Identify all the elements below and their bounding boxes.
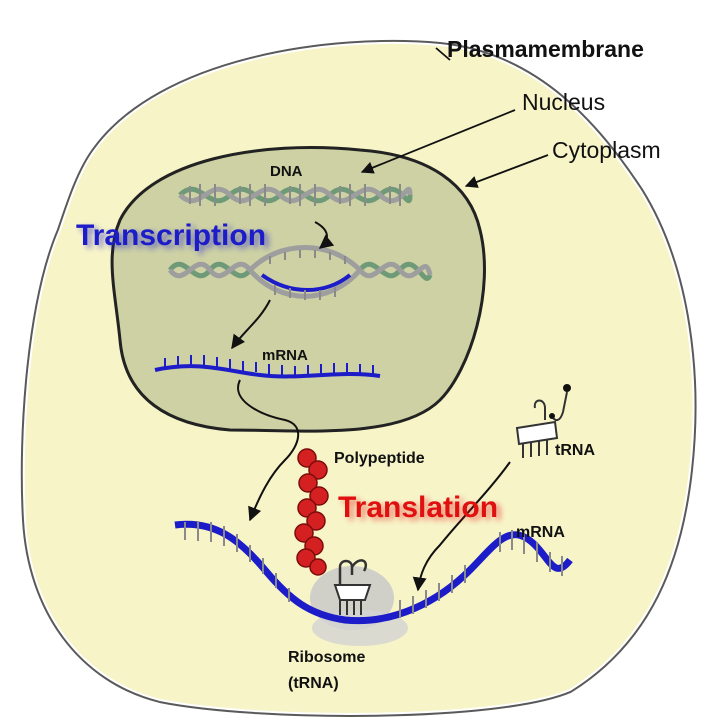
transcription-label: Transcription: [76, 219, 266, 252]
dna-helix-top: [178, 184, 413, 206]
polypeptide-chain: [294, 448, 329, 576]
trna-label: tRNA: [555, 442, 595, 459]
ribosome-sub-label: (tRNA): [288, 675, 339, 692]
plasmamembrane-pointer: [435, 47, 451, 61]
mrna-strand-nucleus: [154, 355, 381, 379]
mrna-strand-cytoplasm: [174, 520, 573, 625]
cytoplasm-pointer: [464, 154, 549, 188]
nucleus-label: Nucleus: [522, 89, 605, 115]
transcription-to-mrna-arrow: [231, 299, 271, 350]
nucleus-pointer: [360, 109, 516, 174]
mrna-cytoplasm-label: mRNA: [516, 524, 565, 541]
free-trna: [515, 384, 571, 458]
polypeptide-label: Polypeptide: [334, 450, 425, 467]
trna-at-ribosome: [333, 559, 372, 615]
translation-label-glow: Translation: [342, 494, 502, 527]
mrna-export-arrow: [237, 379, 300, 522]
mrna-nucleus-label: mRNA: [262, 347, 308, 364]
dna-to-transcription-arrow: [314, 221, 335, 249]
dna-label: DNA: [270, 163, 303, 180]
cytoplasm-label: Cytoplasm: [552, 137, 661, 163]
transcription-label-glow: Transcription: [80, 222, 270, 255]
translation-label: Translation: [338, 491, 498, 524]
dna-helix-opened: [168, 245, 433, 300]
trna-to-ribosome-arrow: [412, 461, 511, 592]
plasmamembrane-label: Plasmamembrane: [447, 36, 644, 62]
ribosome-label: Ribosome: [288, 649, 365, 666]
